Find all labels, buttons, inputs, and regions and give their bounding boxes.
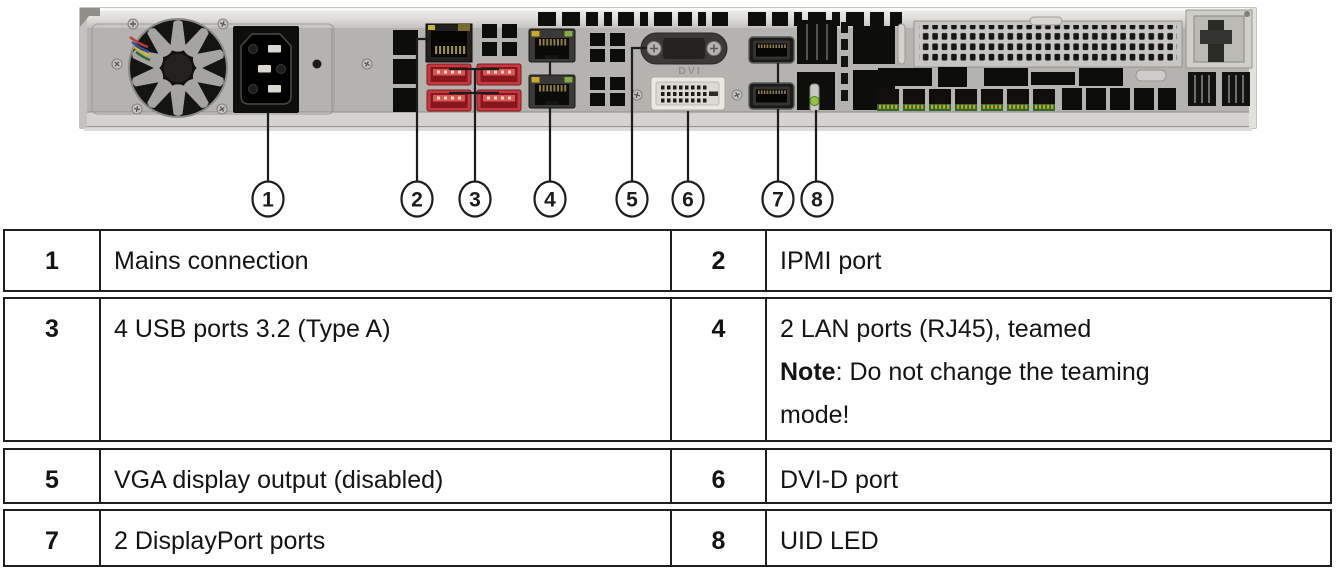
lan-ports-text: 2 LAN ports (RJ45), teamed	[780, 315, 1092, 343]
legend-table: 1 Mains connection 2 IPMI port 3 4 USB p…	[3, 229, 1332, 572]
legend-desc-dvi-port: DVI-D port	[765, 448, 1332, 504]
note-text: : Do not change the teaming mode!	[780, 358, 1150, 429]
server-rear-figure: DVI	[79, 7, 1257, 218]
svg-text:3: 3	[469, 189, 481, 212]
ipmi-port	[425, 23, 473, 63]
fan-wires	[129, 36, 151, 62]
vent-squares-mid	[590, 33, 625, 106]
psu-module	[91, 18, 335, 118]
vent-squares-ipmi	[482, 24, 517, 56]
callout-1: 1	[251, 180, 285, 218]
right-louvers	[1188, 72, 1250, 106]
legend-num-4: 4	[670, 297, 765, 442]
displayport-1	[748, 36, 795, 64]
svg-text:7: 7	[772, 189, 784, 212]
svg-text:5: 5	[626, 189, 638, 212]
legend-desc-ipmi-port: IPMI port	[765, 229, 1332, 292]
svg-text:6: 6	[682, 189, 694, 212]
legend-desc-displayport-ports: 2 DisplayPort ports	[99, 509, 670, 567]
legend-desc-uid-led: UID LED	[765, 509, 1332, 567]
callout-7: 7	[761, 180, 795, 218]
note-label: Note	[780, 358, 836, 386]
pcie-grille	[913, 16, 1183, 68]
callout-3: 3	[458, 180, 492, 218]
vga-blank-plate	[640, 32, 728, 65]
legend-num-7: 7	[3, 509, 99, 567]
legend-num-5: 5	[3, 448, 99, 504]
legend-row-2: 3 4 USB ports 3.2 (Type A) 4 2 LAN ports…	[3, 297, 1332, 442]
legend-num-8: 8	[670, 509, 765, 567]
fan	[128, 18, 228, 118]
callout-8: 8	[800, 180, 834, 218]
legend-num-2: 2	[670, 229, 765, 292]
displayport-2	[748, 82, 795, 110]
legend-desc-mains-connection: Mains connection	[99, 229, 670, 292]
svg-text:1: 1	[262, 189, 274, 212]
legend-desc-usb-ports: 4 USB ports 3.2 (Type A)	[99, 297, 670, 442]
callout-leader-lines	[266, 37, 818, 181]
legend-num-3: 3	[3, 297, 99, 442]
latch	[1185, 9, 1253, 69]
svg-text:8: 8	[811, 189, 823, 212]
panel-hole	[312, 59, 322, 69]
callout-5: 5	[615, 180, 649, 218]
legend-row-1: 1 Mains connection 2 IPMI port	[3, 229, 1332, 292]
callouts: 1 2 3 4 5 6 7	[251, 180, 834, 218]
callout-6: 6	[671, 180, 705, 218]
dvi-label: DVI	[678, 65, 702, 77]
top-vents	[538, 12, 902, 26]
callout-2: 2	[400, 180, 434, 218]
teaming-note: Note: Do not change the teaming mode!	[780, 351, 1195, 437]
svg-text:2: 2	[411, 189, 423, 212]
dvi-port	[630, 76, 745, 111]
legend-row-4: 7 2 DisplayPort ports 8 UID LED	[3, 509, 1332, 567]
power-inlet	[233, 26, 299, 113]
svg-text:4: 4	[544, 189, 556, 212]
pcb-connectors	[877, 88, 1176, 111]
legend-row-3: 5 VGA display output (disabled) 6 DVI-D …	[3, 448, 1332, 504]
slot-vents	[878, 67, 1167, 87]
legend-num-1: 1	[3, 229, 99, 292]
legend-num-6: 6	[670, 448, 765, 504]
callout-4: 4	[533, 180, 567, 218]
uid-led	[809, 83, 820, 113]
legend-desc-lan-ports: 2 LAN ports (RJ45), teamed Note: Do not …	[765, 297, 1332, 442]
legend-desc-vga-output: VGA display output (disabled)	[99, 448, 670, 504]
vent-squares-left	[393, 30, 418, 112]
